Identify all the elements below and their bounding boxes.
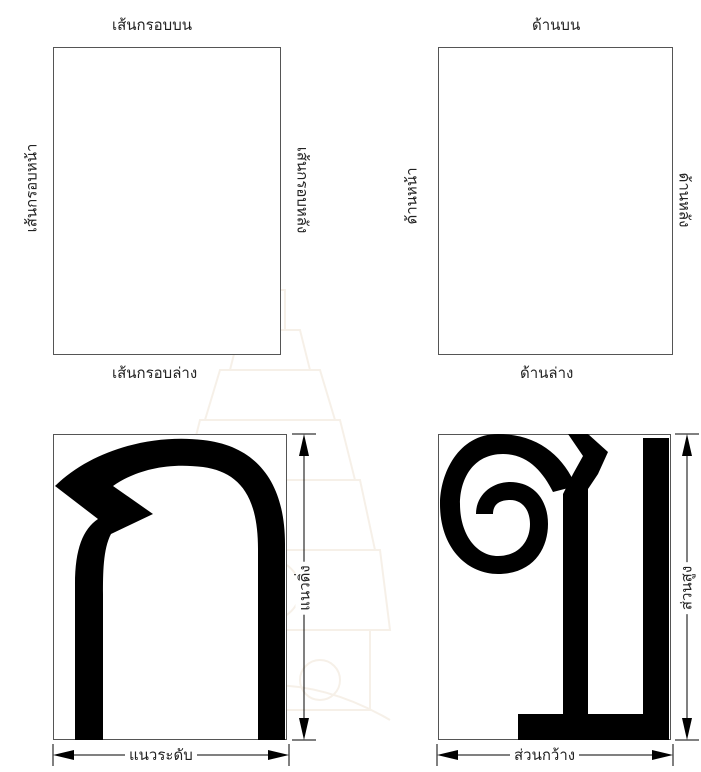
frame-top-label: เส้นกรอบบน: [112, 18, 192, 33]
glyph-ko-kai: [53, 434, 287, 740]
side-box-right: [438, 47, 673, 355]
glyph-kho-rakhang: [438, 434, 671, 740]
horizontal-label-right: ส่วนกว้าง: [510, 748, 579, 763]
side-top-label: ด้านบน: [532, 18, 580, 33]
side-bottom-label: ด้านล่าง: [520, 366, 573, 381]
frame-box-left: [53, 47, 281, 355]
vertical-label-right: ส่วนสูง: [678, 562, 697, 614]
vertical-label-left: แนวดิ่ง: [296, 561, 315, 614]
horizontal-label-left: แนวระดับ: [125, 748, 197, 763]
frame-back-label: เส้นกรอบหลัง: [295, 147, 310, 234]
side-back-label: ด้านหลัง: [677, 173, 692, 228]
frame-bottom-label: เส้นกรอบล่าง: [112, 366, 197, 381]
side-front-label: ด้านหน้า: [405, 168, 420, 225]
frame-front-label: เส้นกรอบหน้า: [25, 144, 40, 233]
